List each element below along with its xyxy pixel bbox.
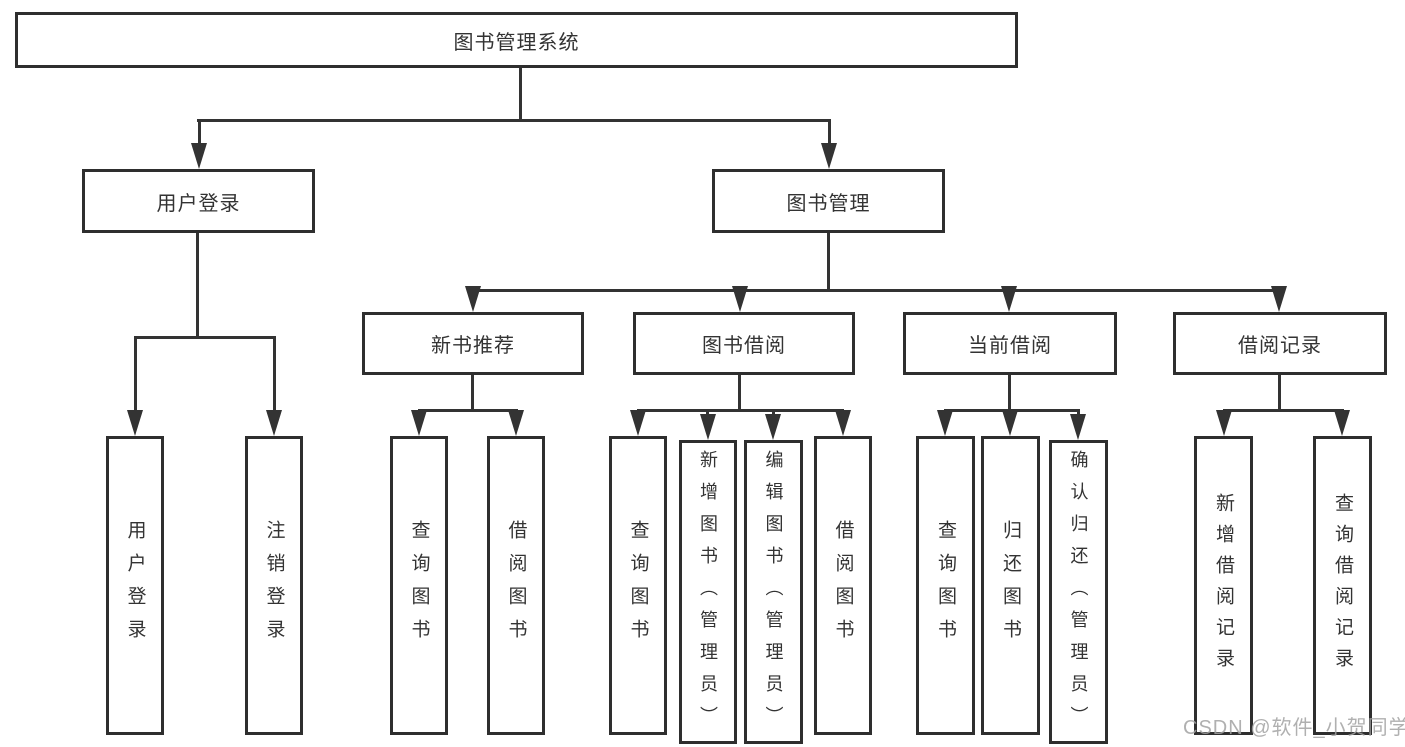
arrowhead-borrow-records-icon (1271, 286, 1287, 312)
arrowhead-book-borrow-icon (732, 286, 748, 312)
connector-borrow-records-split (1223, 409, 1344, 412)
leaf-user-login: 用户登录 (106, 436, 164, 735)
node-book-borrow-label: 图书借阅 (702, 335, 786, 357)
arrowhead-leaf-icon (1334, 410, 1350, 436)
arrowhead-leaf-icon (700, 414, 716, 440)
connector-root-trunk (519, 68, 522, 119)
leaf-borrow-books: 借阅图书 (814, 436, 872, 735)
arrowhead-leaf-icon (1070, 414, 1086, 440)
node-user-login: 用户登录 (82, 169, 315, 233)
node-book-mgmt-label: 图书管理 (786, 192, 871, 215)
connector-new-books-trunk (471, 375, 474, 410)
leaf-add-books-admin-label: 新增图书（管理员） (698, 450, 718, 738)
connector-new-books-split (418, 409, 518, 412)
leaf-borrow-books-new-label: 借阅图书 (505, 519, 527, 652)
connector-drop-user-login (198, 119, 201, 147)
arrowhead-leaf-icon (508, 410, 524, 436)
arrowhead-user-login-icon (191, 143, 207, 169)
leaf-query-borrow-record: 查询借阅记录 (1313, 436, 1372, 735)
arrowhead-leaf-icon (937, 410, 953, 436)
leaf-add-borrow-record-label: 新增借阅记录 (1213, 492, 1234, 679)
connector-drop-book-mgmt (828, 119, 831, 147)
connector-borrow-records-trunk (1278, 375, 1281, 410)
leaf-query-borrow-record-label: 查询借阅记录 (1332, 492, 1353, 679)
connector-user-login-split (134, 336, 276, 339)
leaf-edit-books-admin-label: 编辑图书（管理员） (763, 450, 784, 738)
leaf-confirm-return-admin: 确认归还（管理员） (1049, 440, 1108, 744)
leaf-return-books: 归还图书 (981, 436, 1040, 735)
node-book-mgmt: 图书管理 (712, 169, 945, 233)
leaf-add-books-admin: 新增图书（管理员） (679, 440, 737, 744)
arrowhead-leaf-icon (765, 414, 781, 440)
leaf-logout: 注销登录 (245, 436, 303, 735)
arrowhead-leaf-icon (630, 410, 646, 436)
node-new-books: 新书推荐 (362, 312, 584, 375)
arrowhead-book-mgmt-icon (821, 143, 837, 169)
leaf-query-books-borrow: 查询图书 (609, 436, 667, 735)
node-borrow-records: 借阅记录 (1173, 312, 1387, 375)
arrowhead-leaf-icon (1216, 410, 1232, 436)
arrowhead-login-leaf-icon (127, 410, 143, 436)
node-borrow-records-label: 借阅记录 (1238, 335, 1322, 357)
arrowhead-logout-leaf-icon (266, 410, 282, 436)
connector-book-borrow-trunk (738, 375, 741, 410)
connector-root-split (197, 119, 831, 122)
leaf-query-books-current-label: 查询图书 (935, 519, 956, 652)
node-current-borrow-label: 当前借阅 (968, 335, 1052, 357)
leaf-user-login-label: 用户登录 (124, 519, 146, 652)
node-user-login-label: 用户登录 (156, 192, 241, 215)
connector-user-login-trunk (196, 233, 199, 336)
leaf-add-borrow-record: 新增借阅记录 (1194, 436, 1253, 735)
leaf-query-books-new: 查询图书 (390, 436, 448, 735)
csdn-watermark: CSDN @软件_小贺同学 (1183, 717, 1405, 739)
node-current-borrow: 当前借阅 (903, 312, 1117, 375)
arrowhead-current-borrow-icon (1001, 286, 1017, 312)
arrowhead-leaf-icon (1002, 410, 1018, 436)
leaf-query-books-new-label: 查询图书 (408, 519, 430, 652)
leaf-borrow-books-new: 借阅图书 (487, 436, 545, 735)
node-root-system: 图书管理系统 (15, 12, 1018, 68)
connector-book-mgmt-trunk (827, 233, 830, 289)
connector-book-borrow-split (637, 409, 844, 412)
leaf-confirm-return-admin-label: 确认归还（管理员） (1068, 450, 1089, 738)
leaf-edit-books-admin: 编辑图书（管理员） (744, 440, 803, 744)
node-root-label: 图书管理系统 (453, 31, 580, 54)
arrowhead-leaf-icon (411, 410, 427, 436)
connector-drop-logout-leaf (273, 336, 276, 414)
node-new-books-label: 新书推荐 (431, 335, 515, 357)
connector-drop-login-leaf (134, 336, 137, 414)
node-book-borrow: 图书借阅 (633, 312, 855, 375)
connector-current-borrow-trunk (1008, 375, 1011, 410)
arrowhead-new-books-icon (465, 286, 481, 312)
arrowhead-leaf-icon (835, 410, 851, 436)
leaf-return-books-label: 归还图书 (1000, 519, 1021, 652)
connector-book-mgmt-split (472, 289, 1280, 292)
leaf-borrow-books-label: 借阅图书 (832, 519, 854, 652)
leaf-logout-label: 注销登录 (263, 519, 285, 652)
leaf-query-books-current: 查询图书 (916, 436, 975, 735)
leaf-query-books-borrow-label: 查询图书 (627, 519, 649, 652)
